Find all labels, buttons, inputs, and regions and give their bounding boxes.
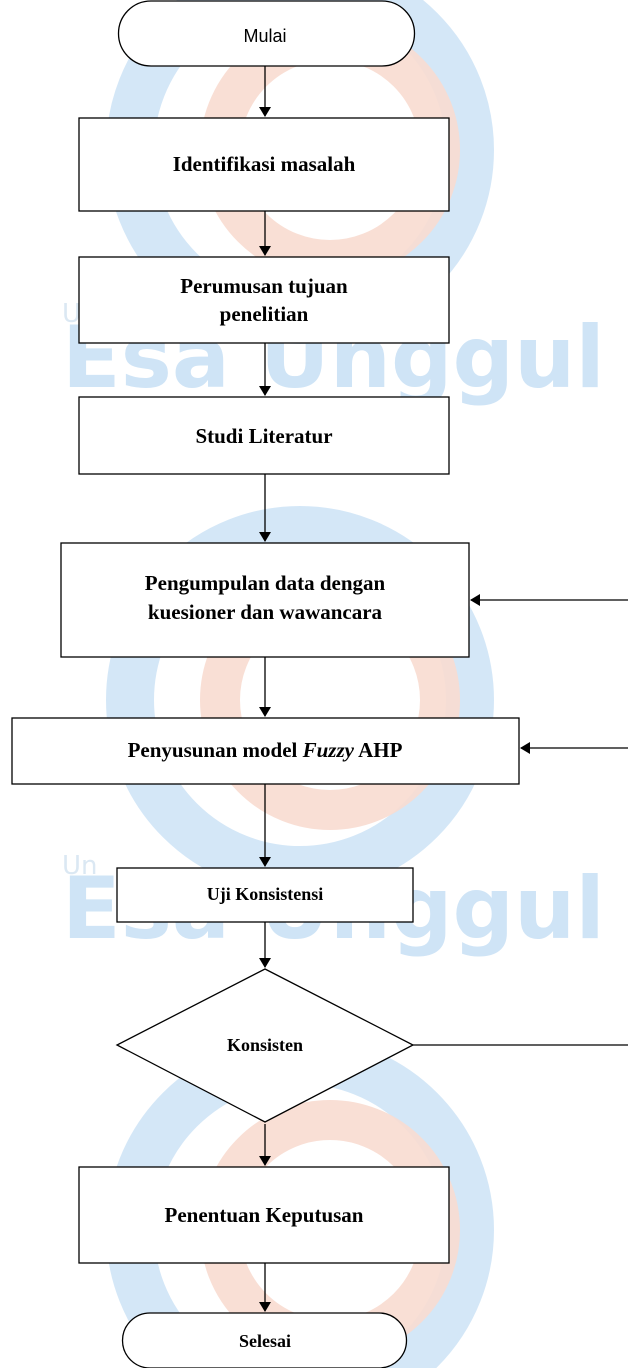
end-label: Selesai xyxy=(239,1331,291,1351)
step6-label: Uji Konsistensi xyxy=(207,884,324,904)
step4-label-line1: Pengumpulan data dengan xyxy=(145,571,386,595)
step-identifikasi-masalah: Identifikasi masalah xyxy=(78,117,450,212)
step-pengumpulan-data: Pengumpulan data dengan kuesioner dan wa… xyxy=(60,542,470,658)
step5-label-pre: Penyusunan model xyxy=(128,738,303,762)
step-studi-literatur: Studi Literatur xyxy=(78,396,450,475)
step-perumusan-tujuan: Perumusan tujuan penelitian xyxy=(78,256,450,344)
step1-label: Identifikasi masalah xyxy=(173,152,356,176)
step-penyusunan-model: Penyusunan model Fuzzy AHP xyxy=(11,717,520,785)
start-terminator: Mulai xyxy=(117,0,416,67)
decision-label: Konsisten xyxy=(227,1035,303,1055)
end-terminator: Selesai xyxy=(121,1312,408,1368)
step2-label-line2: penelitian xyxy=(220,302,309,326)
step-uji-konsistensi: Uji Konsistensi xyxy=(116,867,414,923)
step2-label-line1: Perumusan tujuan xyxy=(180,274,348,298)
connectors xyxy=(259,66,628,1312)
decision-konsisten: Konsisten xyxy=(115,968,415,1123)
start-label: Mulai xyxy=(243,26,286,46)
step4-label-line2: kuesioner dan wawancara xyxy=(148,600,383,624)
step5-label-post: AHP xyxy=(354,738,403,762)
step5-label-italic: Fuzzy xyxy=(302,738,355,762)
step7-label: Penentuan Keputusan xyxy=(165,1203,364,1227)
step3-label: Studi Literatur xyxy=(195,424,332,448)
step5-label: Penyusunan model Fuzzy AHP xyxy=(128,738,403,762)
step-penentuan-keputusan: Penentuan Keputusan xyxy=(78,1166,450,1264)
watermark-small-text-2: Un xyxy=(62,851,98,881)
